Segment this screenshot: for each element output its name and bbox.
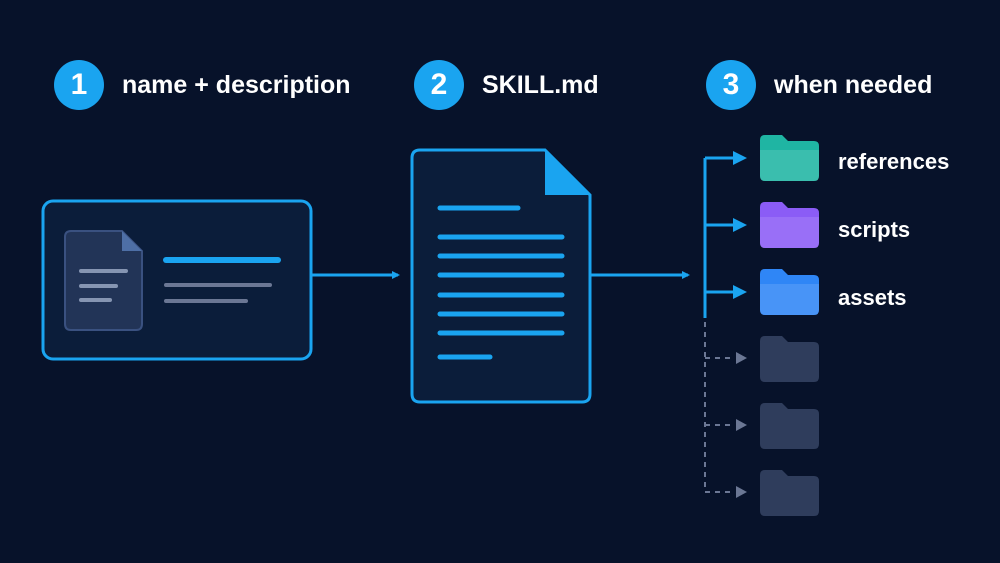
folder-label-scripts: scripts: [838, 217, 911, 242]
branch-arrow-unloaded: [705, 419, 747, 431]
metadata-card: [41, 199, 313, 361]
step-3: 3 when needed: [706, 60, 932, 110]
folder-label-assets: assets: [838, 285, 907, 310]
folder-assets-icon: [760, 269, 819, 315]
folder-unloaded-icon: [760, 470, 819, 516]
step-2: 2 SKILL.md: [414, 60, 599, 110]
step-2-number-badge: 2: [414, 60, 464, 110]
folder-unloaded-icon: [760, 336, 819, 382]
step-3-number-badge: 3: [706, 60, 756, 110]
step-1-number-badge: 1: [54, 60, 104, 110]
branch-arrow-scripts: [705, 218, 747, 232]
folder-label-references: references: [838, 149, 950, 174]
branch-arrow-references: [705, 151, 747, 165]
skill-md-document: [410, 148, 592, 404]
branch-arrow-unloaded: [705, 486, 747, 498]
step-2-label: SKILL.md: [482, 70, 599, 99]
folder-scripts-icon: [760, 202, 819, 248]
step-3-label: when needed: [774, 70, 933, 99]
folder-references-icon: [760, 135, 819, 181]
folder-unloaded-icon: [760, 403, 819, 449]
branch-arrow-assets: [705, 285, 747, 299]
document-icon: [64, 230, 143, 331]
step-1-label: name + description: [122, 70, 351, 99]
step-1: 1 name + description: [54, 60, 351, 110]
branch-arrow-unloaded: [705, 352, 747, 364]
